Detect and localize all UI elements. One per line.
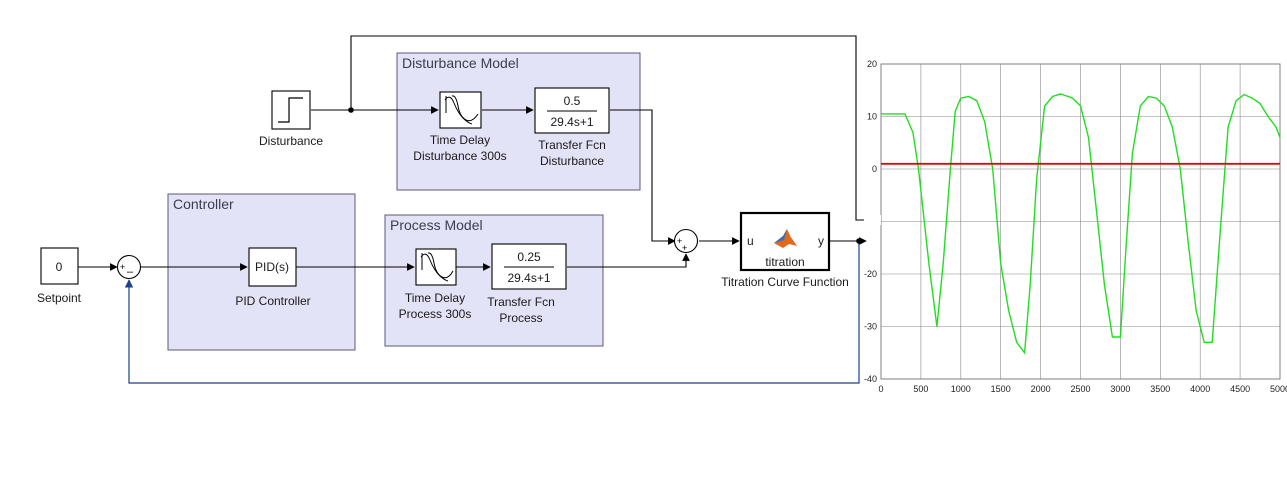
- scope-input-mask: [864, 215, 881, 225]
- signal-wires: [78, 35, 867, 384]
- tf-disturbance-line1: Transfer Fcn: [538, 138, 606, 152]
- matlab-logo-icon: [774, 229, 797, 248]
- x-tick-label: 4000: [1190, 384, 1210, 394]
- sum-minus-sign: –: [127, 266, 134, 278]
- titration-port-y: y: [818, 234, 824, 248]
- controller-subsystem[interactable]: Controller: [167, 193, 356, 351]
- sum-plus-sign: +: [682, 243, 687, 253]
- time-delay-icon: [444, 95, 479, 125]
- sum-plus-sign: +: [120, 262, 125, 272]
- td-disturbance-line2: Disturbance 300s: [413, 149, 506, 163]
- tf-process-line2: Process: [499, 311, 542, 325]
- x-tick-label: 1000: [951, 384, 971, 394]
- branch-point-output: [856, 238, 862, 244]
- sum-block-output[interactable]: + +: [673, 228, 699, 254]
- tf-process-line1: Transfer Fcn: [487, 295, 555, 309]
- x-tick-label: 2000: [1031, 384, 1051, 394]
- tf-process-numerator: 0.25: [517, 250, 541, 264]
- controller-title: Controller: [173, 196, 234, 212]
- branch-point-disturbance: [348, 107, 354, 113]
- setpoint-value: 0: [56, 260, 63, 274]
- plot-grid: [880, 63, 1281, 380]
- y-tick-label: 10: [867, 112, 877, 122]
- wire-feedback[interactable]: [124, 241, 860, 384]
- step-icon: [278, 97, 303, 123]
- td-disturbance-line1: Time Delay: [430, 133, 490, 147]
- x-tick-label: 3000: [1110, 384, 1130, 394]
- series-line-green: [881, 93, 1281, 355]
- tf-disturbance-numerator: 0.5: [564, 94, 581, 108]
- wire-tf-process-sum[interactable]: [567, 253, 690, 268]
- disturbance-label: Disturbance: [259, 134, 323, 148]
- x-tick-label: 5000: [1270, 384, 1287, 394]
- wire-tf-disturbance-sum[interactable]: [610, 109, 676, 245]
- setpoint-label: Setpoint: [37, 291, 82, 305]
- y-tick-label: -30: [864, 322, 877, 332]
- tf-disturbance-denominator: 29.4s+1: [550, 115, 593, 129]
- pid-text: PID(s): [255, 260, 289, 274]
- disturbance-step-block[interactable]: Disturbance: [259, 90, 323, 148]
- time-delay-icon: [420, 252, 454, 282]
- x-tick-label: 0: [878, 384, 883, 394]
- titration-function-name: titration: [765, 255, 804, 269]
- x-tick-label: 1500: [991, 384, 1011, 394]
- tf-disturbance-block[interactable]: 0.5 29.4s+1 Transfer Fcn Disturbance: [534, 87, 610, 168]
- y-tick-label: 20: [867, 59, 877, 69]
- td-process-line1: Time Delay: [405, 291, 465, 305]
- y-tick-label: -20: [864, 269, 877, 279]
- time-delay-process-block[interactable]: Time Delay Process 300s: [399, 248, 472, 321]
- tf-process-denominator: 29.4s+1: [507, 271, 550, 285]
- titration-function-block[interactable]: u y titration Titration Curve Function: [721, 211, 849, 289]
- x-tick-label: 4500: [1230, 384, 1250, 394]
- y-tick-label: -40: [864, 374, 877, 384]
- x-tick-label: 500: [913, 384, 928, 394]
- disturbance-model-title: Disturbance Model: [402, 55, 519, 71]
- plot-series: [881, 93, 1281, 355]
- sum-block-error[interactable]: + –: [116, 254, 142, 280]
- time-delay-disturbance-block[interactable]: Time Delay Disturbance 300s: [413, 91, 507, 163]
- setpoint-block[interactable]: 0 Setpoint: [37, 247, 82, 305]
- tf-disturbance-line2: Disturbance: [540, 154, 604, 168]
- titration-port-u: u: [747, 234, 754, 248]
- sum-plus-sign: +: [677, 236, 682, 246]
- titration-curve-function-label: Titration Curve Function: [721, 275, 849, 289]
- wire-disturbance-scope[interactable]: [350, 35, 864, 221]
- x-tick-label: 2500: [1070, 384, 1090, 394]
- pid-controller-block[interactable]: PID(s) PID Controller: [235, 247, 311, 308]
- process-model-title: Process Model: [390, 217, 483, 233]
- x-tick-label: 3500: [1150, 384, 1170, 394]
- x-tick-labels: 0 500 1000 1500 2000 2500 3000 3500 4000 4500 5000: [878, 384, 1287, 394]
- tf-process-block[interactable]: 0.25 29.4s+1 Transfer Fcn Process: [487, 243, 567, 325]
- y-tick-label: 0: [872, 164, 877, 174]
- td-process-line2: Process 300s: [399, 307, 472, 321]
- pid-controller-label: PID Controller: [235, 294, 310, 308]
